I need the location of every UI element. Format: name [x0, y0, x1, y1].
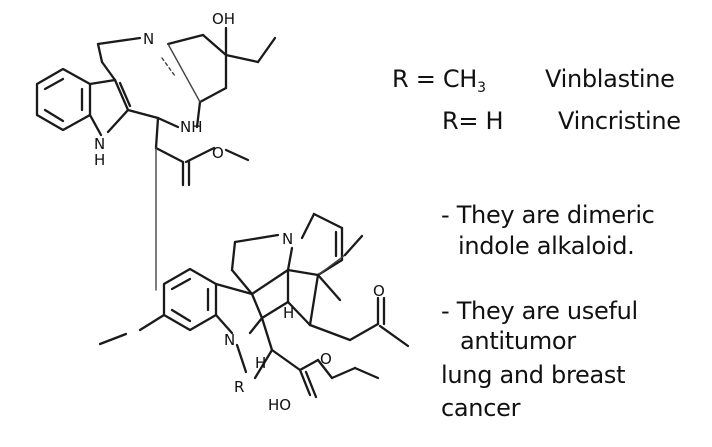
- atom-label: NH: [180, 118, 203, 136]
- atom-label: H: [283, 304, 294, 322]
- lower-vindoline-unit: [98, 212, 410, 399]
- atom-label: O: [373, 282, 385, 300]
- atom-label: N: [282, 230, 293, 248]
- note-dimeric-line2: indole alkaloid.: [458, 232, 635, 260]
- legend-r-ch3-text: R = CH: [392, 65, 478, 93]
- note-useful-line4: cancer: [441, 394, 521, 422]
- atom-label: O: [320, 350, 332, 368]
- legend-r-ch3: R = CH3: [392, 66, 486, 102]
- atom-label: N: [143, 30, 154, 48]
- atom-label: N: [224, 331, 235, 349]
- atom-label: OH: [212, 10, 235, 28]
- atom-label: N: [94, 135, 105, 153]
- atom-labels: OH N NH N H N H N H R HO O O O: [94, 10, 385, 414]
- legend-r-h: R= H: [442, 107, 504, 135]
- legend-r-ch3-subscript: 3: [477, 80, 486, 96]
- upper-indole-unit: [35, 26, 277, 291]
- legend-vinblastine: Vinblastine: [545, 65, 675, 93]
- atom-label: O: [212, 144, 224, 162]
- atom-label: R: [234, 378, 244, 396]
- note-dimeric-line1: - They are dimeric: [441, 201, 655, 229]
- atom-label: H: [94, 151, 105, 169]
- atom-label: H: [255, 354, 266, 372]
- legend-vincristine: Vincristine: [558, 107, 681, 135]
- note-useful-line2: antitumor: [460, 327, 576, 355]
- atom-label: HO: [268, 396, 291, 414]
- note-useful-line1: - They are useful: [441, 297, 638, 325]
- note-useful-line3: lung and breast: [441, 361, 626, 389]
